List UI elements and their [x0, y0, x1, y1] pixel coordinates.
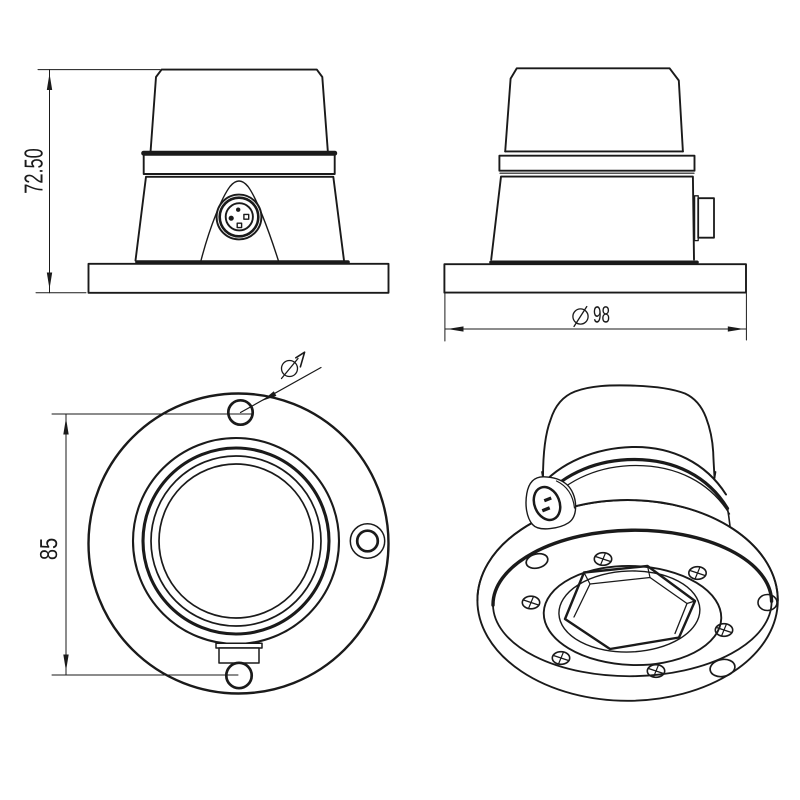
svg-text:72.50: 72.50: [19, 148, 49, 194]
svg-text:85: 85: [36, 538, 63, 560]
svg-text:98: 98: [593, 302, 610, 328]
